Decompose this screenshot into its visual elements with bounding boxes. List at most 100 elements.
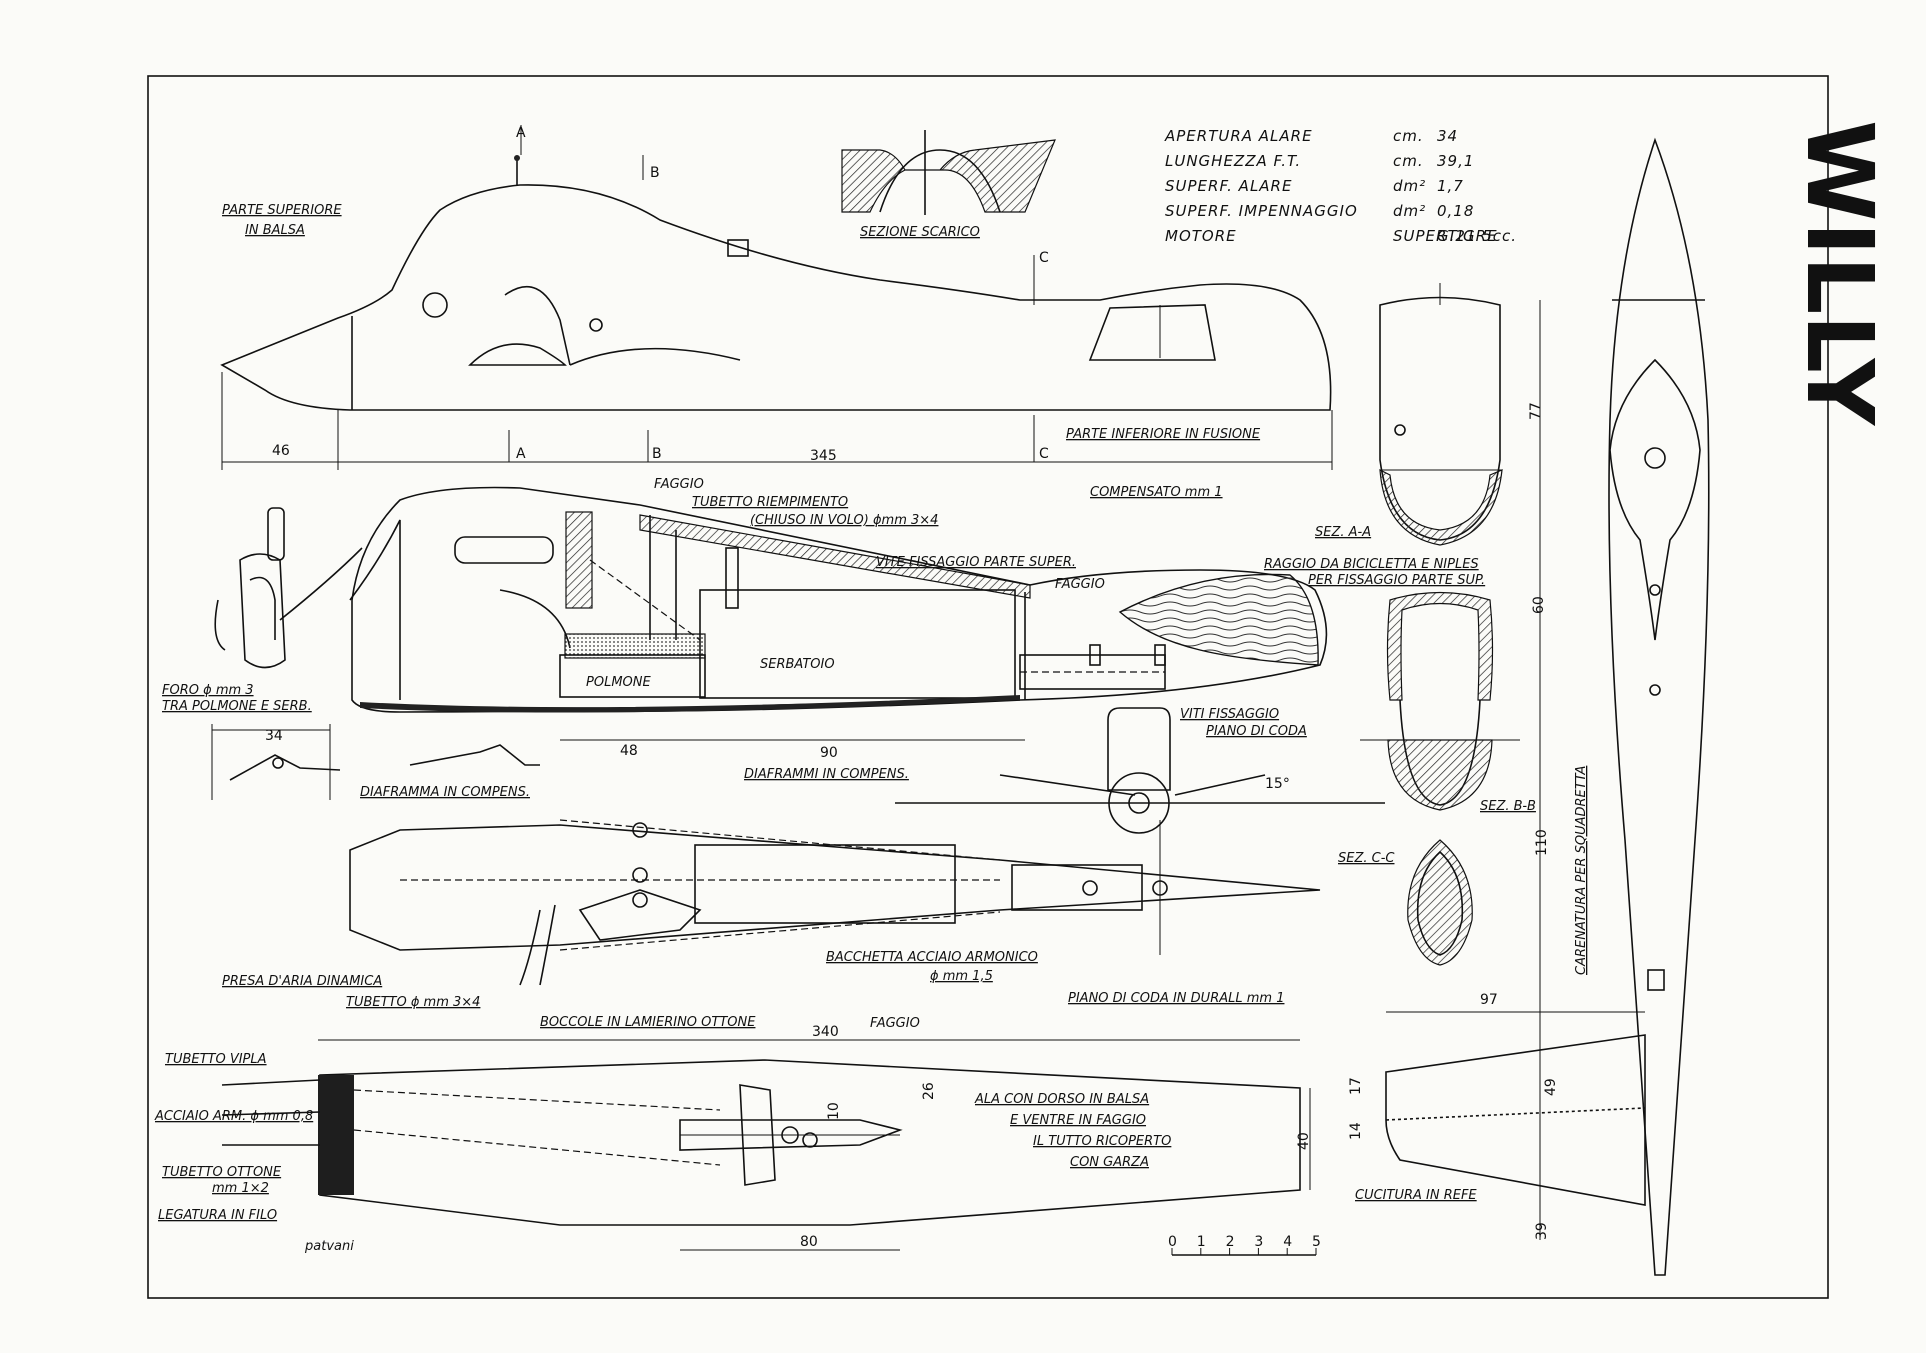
label-mm-1x2: mm 1×2 (212, 1181, 269, 1196)
label-piano-di-coda: PIANO DI CODA (1206, 724, 1307, 739)
label-acciaio-arm: ACCIAIO ARM. ϕ mm 0,8 (154, 1109, 313, 1124)
label-tubetto-ottone: TUBETTO OTTONE (162, 1165, 282, 1180)
tailplane-view: 97 49 17 14 PIANO DI CODA IN DURALL mm 1… (1068, 991, 1646, 1206)
label-bacchetta: BACCHETTA ACCIAIO ARMONICO (826, 950, 1038, 965)
dim-345: 345 (810, 448, 837, 464)
scale-tick-label: 0 (1168, 1234, 1177, 1250)
fuselage-cutaway-view: FAGGIO TUBETTO RIEMPIMENTO (CHIUSO IN VO… (162, 477, 1328, 800)
label-legatura: LEGATURA IN FILO (158, 1208, 277, 1223)
label-viti-fissaggio: VITI FISSAGGIO (1180, 707, 1279, 722)
label-per-fissaggio: PER FISSAGGIO PARTE SUP. (1308, 573, 1485, 588)
title-text: WILLY (1786, 120, 1893, 427)
label-boccole: BOCCOLE IN LAMIERINO OTTONE (540, 1015, 756, 1030)
drawing-border (147, 75, 1829, 1299)
section-mark-b-bottom: B (652, 446, 662, 462)
dim-40: 40 (1296, 1132, 1312, 1150)
section-mark-c-bottom: C (1039, 446, 1049, 462)
label-tubetto-34: TUBETTO ϕ mm 3×4 (346, 995, 480, 1010)
dim-80: 80 (800, 1234, 818, 1250)
mount-bracket-detail: 34 (211, 507, 540, 800)
label-ala-1: ALA CON DORSO IN BALSA (974, 1092, 1149, 1107)
spec-value: 0,18 (1437, 202, 1474, 220)
label-faggio-3: FAGGIO (870, 1016, 920, 1031)
label-faggio-2: FAGGIO (1055, 577, 1105, 592)
dim-10: 10 (826, 1102, 842, 1120)
spec-label: LUNGHEZZA F.T. (1165, 152, 1301, 170)
section-bb: SEZ. B-B RAGGIO DA BICICLETTA E NIPLES P… (1264, 557, 1536, 814)
spec-label: APERTURA ALARE (1164, 127, 1313, 145)
dim-39: 39 (1534, 1222, 1550, 1240)
label-foro: FORO ϕ mm 3 (162, 683, 254, 698)
section-cc: SEZ. C-C (1338, 839, 1473, 966)
dim-77: 77 (1528, 402, 1544, 420)
dim-14: 14 (1348, 1122, 1364, 1140)
fuselage-side-view: A B C 46 345 A B C PARTE SUPERIORE IN BA… (220, 125, 1333, 470)
spec-value: G.21 5cc. (1437, 227, 1517, 245)
label-tra-polmone: TRA POLMONE E SERB. (162, 699, 312, 714)
label-vite-fissaggio: VITE FISSAGGIO PARTE SUPER. (876, 555, 1076, 570)
label-chiuso-in-volo: (CHIUSO IN VOLO) ϕmm 3×4 (750, 513, 938, 528)
label-parte-superiore: PARTE SUPERIORE (222, 203, 342, 218)
scale-bar: 0 1 2 3 4 5 (1168, 1234, 1321, 1256)
label-cucitura: CUCITURA IN REFE (1355, 1188, 1477, 1203)
spec-label: SUPERF. IMPENNAGGIO (1165, 202, 1358, 220)
section-aa: SEZ. A-A (1315, 283, 1503, 546)
spec-value: 34 (1437, 127, 1458, 145)
scale-tick-label: 3 (1254, 1234, 1263, 1250)
label-tubetto-riempimento: TUBETTO RIEMPIMENTO (692, 495, 848, 510)
label-ala-4: CON GARZA (1070, 1155, 1149, 1170)
dim-60: 60 (1531, 596, 1547, 614)
dim-90: 90 (820, 745, 838, 761)
fuselage-top-view: PRESA D'ARIA DINAMICA TUBETTO ϕ mm 3×4 B… (222, 819, 1321, 1030)
spec-unit: SUPERTIGRE (1393, 227, 1498, 245)
tail-front-view: 15° (895, 707, 1385, 834)
section-mark-b-top: B (650, 165, 660, 181)
spec-unit: cm. (1393, 152, 1424, 170)
label-presa-aria: PRESA D'ARIA DINAMICA (222, 974, 382, 989)
dim-97: 97 (1480, 992, 1498, 1008)
label-sez-aa: SEZ. A-A (1315, 525, 1371, 540)
author-signature: patvani (304, 1239, 354, 1254)
dim-110: 110 (1534, 829, 1550, 856)
scale-tick-label: 1 (1197, 1234, 1206, 1250)
dim-34: 34 (265, 728, 283, 744)
label-compensato: COMPENSATO mm 1 (1090, 485, 1223, 500)
dim-46: 46 (272, 443, 290, 459)
label-polmone: POLMONE (586, 675, 651, 690)
label-in-balsa: IN BALSA (245, 223, 305, 238)
title-block: WILLY (1786, 120, 1893, 427)
label-serbatoio: SERBATOIO (760, 657, 835, 672)
spec-unit: dm² (1393, 177, 1426, 195)
label-diaframma: DIAFRAMMA IN COMPENS. (360, 785, 530, 800)
label-faggio-1: FAGGIO (654, 477, 704, 492)
label-bacchetta-dim: ϕ mm 1,5 (930, 969, 993, 984)
label-tubetto-vipla: TUBETTO VIPLA (165, 1052, 267, 1067)
label-sezione-scarico: SEZIONE SCARICO (860, 225, 980, 240)
dim-26: 26 (921, 1082, 937, 1100)
fuselage-plan-view: 77 60 110 39 CARENATURA PER SQUADRETTA (1528, 137, 1710, 1276)
scale-tick-label: 2 (1226, 1234, 1235, 1250)
label-angle-15: 15° (1265, 776, 1290, 792)
spec-label: MOTORE (1165, 227, 1237, 245)
label-carenatura: CARENATURA PER SQUADRETTA (1574, 766, 1589, 975)
spec-value: 1,7 (1437, 177, 1464, 195)
section-mark-a-top: A (516, 125, 526, 141)
spec-value: 39,1 (1437, 152, 1474, 170)
scale-tick-label: 5 (1312, 1234, 1321, 1250)
label-sez-bb: SEZ. B-B (1480, 799, 1536, 814)
engine-cylinder-mark (422, 292, 448, 318)
label-sez-cc: SEZ. C-C (1338, 851, 1395, 866)
spec-unit: dm² (1393, 202, 1426, 220)
scale-tick-label: 4 (1283, 1234, 1292, 1250)
exhaust-section-detail: SEZIONE SCARICO (841, 130, 1056, 240)
wing-plan-view: 340 80 26 10 40 FAGGIO TUBETTO VIPLA ACC… (154, 1016, 1312, 1254)
dim-340: 340 (812, 1024, 839, 1040)
section-mark-c-top: C (1039, 250, 1049, 266)
label-ala-3: IL TUTTO RICOPERTO (1033, 1134, 1171, 1149)
section-mark-a-bottom: A (516, 446, 526, 462)
label-diaframmi: DIAFRAMMI IN COMPENS. (744, 767, 909, 782)
dim-48: 48 (620, 743, 638, 759)
dim-17: 17 (1348, 1077, 1364, 1095)
